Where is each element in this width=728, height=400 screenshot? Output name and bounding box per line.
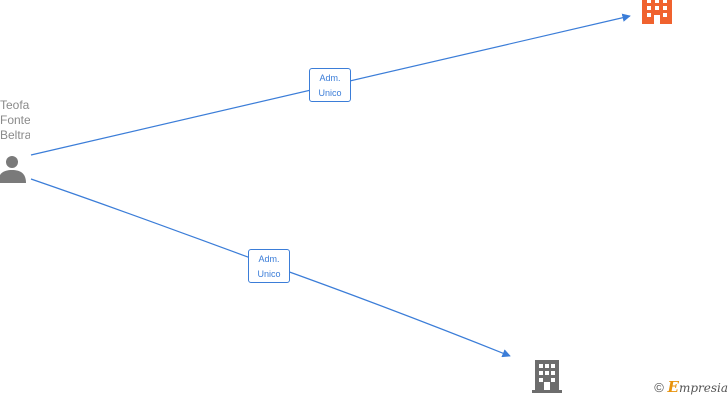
building-icon[interactable] [532,360,562,393]
brand-logo-letter: E [667,378,679,396]
building-icon[interactable] [642,0,672,24]
person-icon[interactable] [0,156,26,183]
person-name[interactable]: Teofas Fontes Beltran [0,98,30,143]
edge-label-1-line-2: Unico [318,88,342,98]
brand-logo-text: mpresia [678,381,728,395]
copyright-icon: © [654,380,664,395]
person-name-line-3: Beltran [0,128,30,142]
edge-label-2[interactable]: Adm. Unico [248,249,290,283]
edge-label-1-line-1: Adm. [319,73,341,83]
edge-label-2-line-2: Unico [257,269,281,279]
person-name-line-1: Teofas [0,98,30,112]
edge-label-2-line-1: Adm. [258,254,280,264]
edge-label-1[interactable]: Adm. Unico [309,68,351,102]
copyright-footer: © Empresia [654,378,728,396]
person-name-line-2: Fontes [0,113,30,127]
